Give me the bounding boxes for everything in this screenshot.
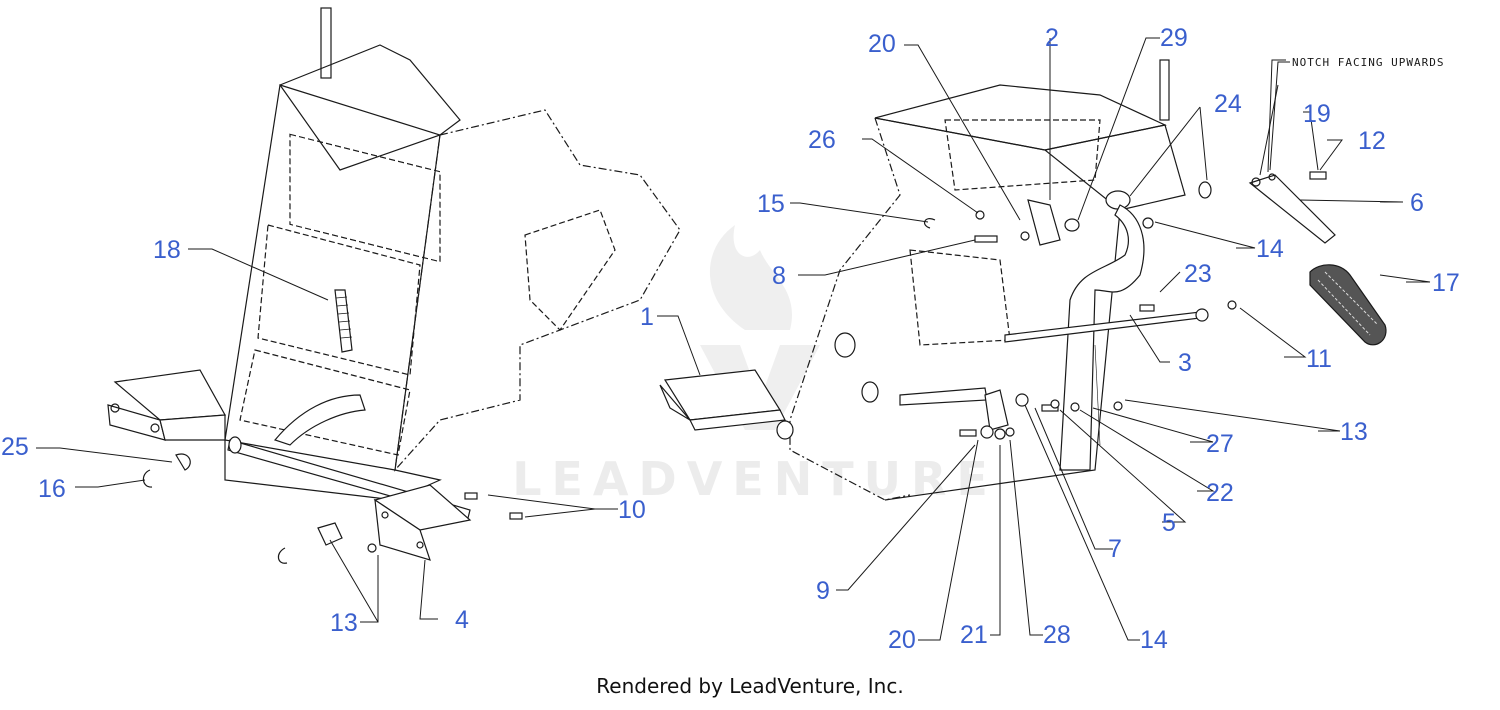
callout-20-top: 20 <box>868 30 896 58</box>
callout-28: 28 <box>1043 621 1071 649</box>
leader-lines <box>36 37 1431 641</box>
callout-15: 15 <box>757 190 785 218</box>
callout-14-bottom: 14 <box>1140 626 1168 654</box>
footer-credit: Rendered by LeadVenture, Inc. <box>596 674 904 698</box>
callout-14-top: 14 <box>1256 235 1284 263</box>
callout-27: 27 <box>1206 430 1234 458</box>
callout-2: 2 <box>1045 24 1059 52</box>
callout-16: 16 <box>38 475 66 503</box>
callout-13-left: 13 <box>330 609 358 637</box>
callout-20-bottom: 20 <box>888 626 916 654</box>
right-frame-assembly <box>659 59 1387 501</box>
callout-18: 18 <box>153 236 181 264</box>
callout-7: 7 <box>1108 535 1122 563</box>
callout-3: 3 <box>1178 349 1192 377</box>
callout-9: 9 <box>816 577 830 605</box>
callout-8: 8 <box>772 262 786 290</box>
notch-note: NOTCH FACING UPWARDS <box>1292 56 1444 69</box>
callout-6: 6 <box>1410 189 1424 217</box>
callout-21: 21 <box>960 621 988 649</box>
callout-1: 1 <box>640 303 654 331</box>
callout-5: 5 <box>1162 509 1176 537</box>
callout-22: 22 <box>1206 479 1234 507</box>
callout-13-right: 13 <box>1340 418 1368 446</box>
callout-25: 25 <box>1 433 29 461</box>
callout-29: 29 <box>1160 24 1188 52</box>
callout-10: 10 <box>618 496 646 524</box>
callout-26: 26 <box>808 126 836 154</box>
callout-12: 12 <box>1358 127 1386 155</box>
callout-24: 24 <box>1214 90 1242 118</box>
callout-4: 4 <box>455 606 469 634</box>
callout-23: 23 <box>1184 260 1212 288</box>
flame-logo-icon <box>700 225 820 430</box>
callout-17: 17 <box>1432 269 1460 297</box>
left-frame-assembly <box>107 7 681 564</box>
callout-19: 19 <box>1303 100 1331 128</box>
callout-11: 11 <box>1306 345 1332 373</box>
